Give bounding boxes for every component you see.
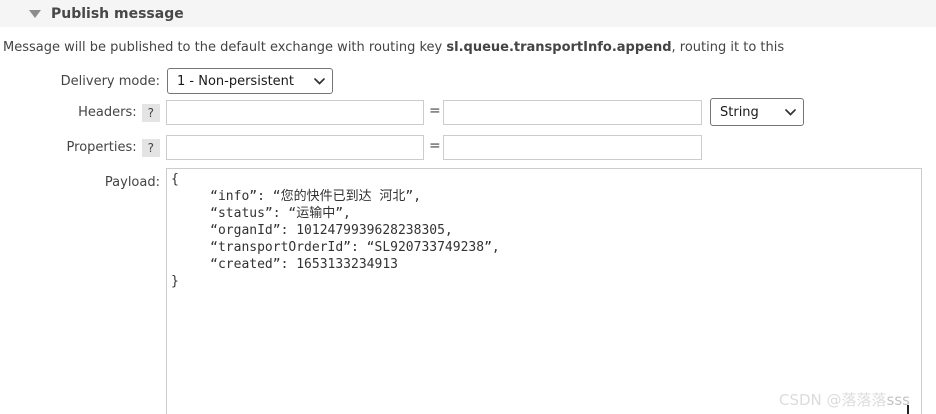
panel-title: Publish message [51,5,184,22]
chevron-down-icon [785,108,796,116]
headers-equals-sign: = [429,103,441,119]
headers-key-input[interactable] [166,100,424,125]
delivery-mode-selected-value: 1 - Non-persistent [177,73,295,89]
headers-row-label: Headers: ? [0,100,160,125]
routing-key: sl.queue.transportInfo.append [446,40,672,55]
chevron-down-icon [314,77,325,85]
text-cursor [907,405,909,414]
description-prefix: Message will be published to the default… [3,40,447,55]
headers-value-input[interactable] [443,100,702,125]
panel-header[interactable]: Publish message [0,0,936,27]
collapse-triangle-icon[interactable] [29,9,41,18]
properties-key-input[interactable] [166,135,424,160]
payload-row-label: Payload: [0,172,160,192]
properties-help-button[interactable]: ? [141,138,160,157]
description-text: Message will be published to the default… [3,40,784,55]
properties-equals-sign: = [429,138,441,154]
properties-label: Properties: [66,140,137,155]
headers-help-button[interactable]: ? [141,103,160,122]
delivery-mode-select[interactable]: 1 - Non-persistent [167,68,333,94]
headers-label: Headers: [78,105,137,120]
payload-label: Payload: [104,175,160,190]
delivery-mode-row-label: Delivery mode: [0,68,160,94]
payload-textarea[interactable]: { “info”: “您的快件已到达 河北”, “status”: “运输中”,… [166,168,922,414]
properties-value-input[interactable] [443,135,702,160]
description-suffix: , routing it to this [671,40,785,55]
delivery-mode-label: Delivery mode: [60,73,160,89]
header-type-select[interactable]: String [710,98,804,126]
header-type-selected-value: String [720,104,759,120]
properties-row-label: Properties: ? [0,135,160,160]
